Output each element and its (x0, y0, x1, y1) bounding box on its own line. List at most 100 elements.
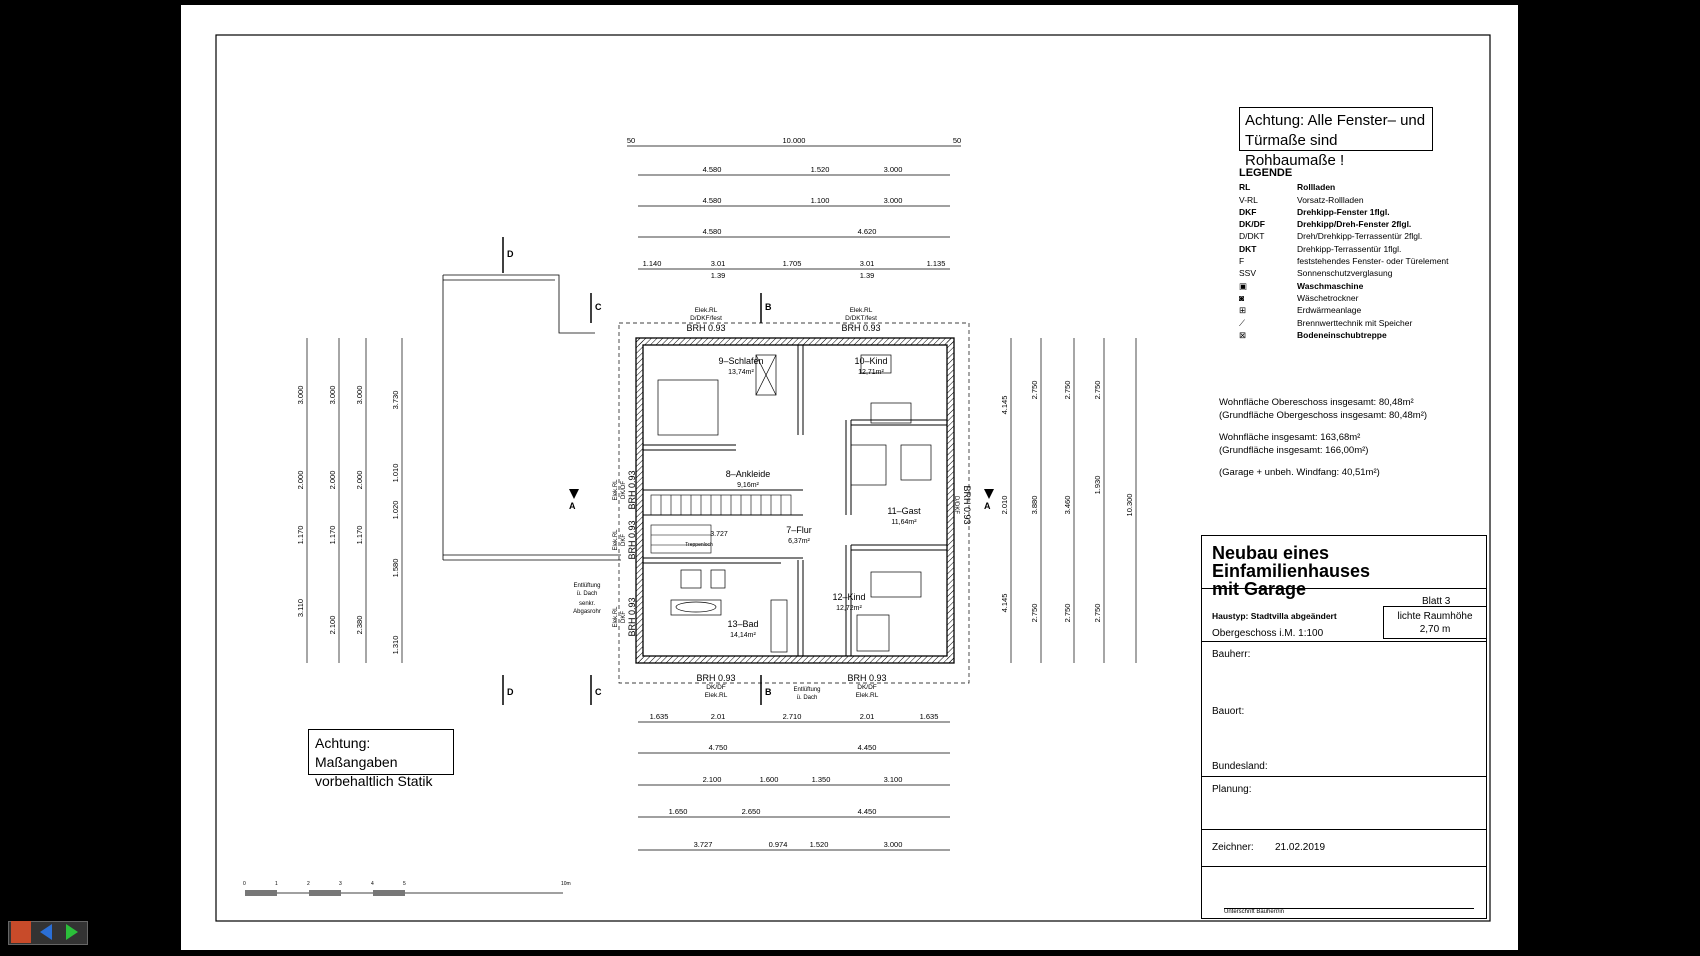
dim-text: 4.580 (703, 227, 722, 236)
section-mark-c-top: C (590, 293, 602, 323)
scale-tick: 0 (243, 881, 246, 887)
svg-text:D: D (507, 687, 514, 697)
sheet-number: Blatt 3 (1422, 596, 1451, 607)
room-name: 13–Bad (727, 619, 758, 629)
window-label: D/DKT/fest (845, 315, 877, 322)
dim-text: 4.620 (858, 227, 877, 236)
scale-tick: 2 (307, 881, 310, 887)
note-line: Achtung: Maßangaben (315, 735, 398, 770)
project-title: Neubau eines Einfamilienhauses mit Garag… (1212, 543, 1371, 599)
dim-text: 4.450 (858, 743, 877, 752)
dim-text: 2.750 (1063, 381, 1072, 400)
stair-dim: 3.727 (710, 531, 728, 538)
window-label: Elek.RL (695, 307, 718, 314)
window-label: DKF (621, 534, 627, 546)
area-summary: Wohnfläche Obereschoss insgesamt: 80,48m… (1219, 397, 1479, 480)
legend-item: ⟋Brennwerttechnik mit Speicher (1239, 317, 1413, 328)
interior-walls (643, 345, 947, 656)
dim-text: 2.100 (703, 775, 722, 784)
room-name: 10–Kind (854, 356, 887, 366)
window-label: DKF (621, 611, 627, 623)
dim-text: 1.100 (811, 196, 830, 205)
room-name: 7–Flur (786, 525, 812, 535)
dim-text: 3.100 (884, 775, 903, 784)
vent-label: Abgasrohr (573, 609, 601, 615)
section-mark-d-top: D (502, 237, 514, 273)
room-area: 12,72m² (836, 605, 862, 612)
room-area: 14,14m² (730, 632, 756, 639)
furniture (657, 354, 932, 653)
balcony-outline (442, 274, 621, 561)
next-button[interactable] (62, 921, 82, 943)
dim-text: 1.350 (812, 775, 831, 784)
window-label: BRH 0.93 (962, 485, 972, 524)
room-labels: 9–Schlafen 13,74m² 10–Kind 12,71m² 8–Ank… (685, 356, 921, 639)
drawing-sheet: 9–Schlafen 13,74m² 10–Kind 12,71m² 8–Ank… (181, 5, 1518, 950)
room-area: 6,37m² (788, 538, 810, 545)
area-line: (Grundfläche insgesamt: 166,00m²) (1219, 444, 1369, 456)
window-label: BRH 0.93 (696, 673, 735, 683)
section-mark-a-left: A (569, 489, 579, 511)
drawing-frame (215, 34, 1491, 922)
scale-tick: 4 (371, 881, 374, 887)
dim-text: 3.727 (694, 840, 713, 849)
menu-button[interactable] (11, 921, 31, 943)
dim-text: 2.01 (860, 712, 875, 721)
room-name: 11–Gast (887, 506, 921, 516)
client-label: Bauherr: (1212, 649, 1251, 660)
room-name: 12–Kind (832, 592, 865, 602)
dim-text: 1.170 (355, 526, 364, 545)
dim-text: 2.750 (1093, 604, 1102, 623)
window-label: BRH 0.93 (627, 597, 637, 636)
scale-tick: 10m (561, 881, 571, 887)
vent-label: Entlüftung (793, 687, 820, 693)
dimension-lines (306, 145, 1137, 851)
window-labels: Elek.RL D/DKF/fest BRH 0.93 Elek.RL D/DK… (573, 307, 972, 701)
title-block: Neubau eines Einfamilienhauses mit Garag… (1201, 535, 1487, 919)
scale-bar: 0 1 2 3 4 5 10m (243, 881, 571, 896)
dim-text: 1.930 (1093, 476, 1102, 495)
dim-text: 4.750 (709, 743, 728, 752)
window-label: BRH 0.93 (627, 470, 637, 509)
dryer-icon: ◙ (1239, 292, 1245, 303)
planning-label: Planung: (1212, 784, 1252, 795)
attic-ladder-icon: ⊠ (1239, 329, 1247, 340)
window-label: BRH 0.93 (627, 520, 637, 559)
scale-tick: 5 (403, 881, 406, 887)
exterior-walls (635, 337, 955, 664)
date: 21.02.2019 (1275, 842, 1326, 853)
window-label: Elek.RL (613, 529, 619, 551)
window-label: Elek.RL (850, 307, 873, 314)
dim-text: 3.000 (355, 386, 364, 405)
dim-text: 3.01 (860, 259, 875, 268)
section-markers: D D C C B B A A (502, 237, 994, 705)
legend-item: ⊞Erdwärmeanlage (1239, 305, 1362, 316)
stair-label: Treppenloch (685, 542, 713, 548)
dim-text: 1.600 (760, 775, 779, 784)
dim-text: 2.380 (355, 616, 364, 635)
window-label: DK/DF (621, 481, 627, 499)
scale-tick: 3 (339, 881, 342, 887)
drafter-label: Zeichner: (1212, 842, 1254, 853)
area-line: (Grundfläche Obergeschoss insgesamt: 80,… (1219, 409, 1428, 421)
note-line: vorbehaltlich Statik (315, 773, 433, 789)
dim-text: 3.000 (296, 386, 305, 405)
dim-text: 4.580 (703, 196, 722, 205)
window-label: DK/DF (857, 684, 877, 691)
dim-text: 4.145 (1000, 594, 1009, 613)
dim-text: 1.135 (927, 259, 946, 268)
dim-text: 1.635 (650, 712, 669, 721)
svg-text:B: B (765, 687, 772, 697)
room-area: 9,16m² (737, 482, 759, 489)
legend-item: ⊠Bodeneinschubtreppe (1239, 329, 1387, 340)
area-line: (Garage + unbeh. Windfang: 40,51m²) (1219, 467, 1380, 478)
vent-label: senkr. (579, 601, 595, 607)
window-label: Elek.RL (856, 692, 879, 699)
dim-text: 1.705 (783, 259, 802, 268)
previous-button[interactable] (36, 921, 56, 943)
